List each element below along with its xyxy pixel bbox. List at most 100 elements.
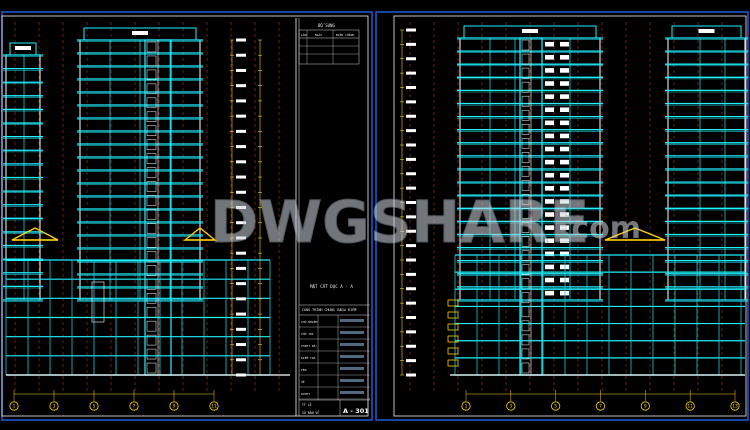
roof-label-box: [522, 29, 538, 33]
window-opening: [545, 55, 554, 60]
sign-role-0: CHỦ NHIỆM: [301, 319, 317, 324]
level-tag: [406, 86, 416, 89]
signature-mark: [340, 331, 364, 334]
sign-role-4: TÊN: [301, 367, 307, 372]
lift-car: [521, 362, 530, 374]
signature-mark: [340, 379, 364, 382]
lift-car: [521, 81, 530, 93]
level-tag: [406, 28, 416, 32]
level-tag: [236, 236, 246, 240]
lift-car: [521, 109, 530, 121]
window-opening: [545, 238, 554, 244]
level-tag: [406, 344, 416, 348]
revision-table-title: BỔ SUNG: [318, 23, 335, 28]
level-tag: [236, 358, 246, 362]
lift-car: [146, 362, 157, 374]
level-tag: [236, 160, 246, 164]
window-opening: [545, 68, 554, 73]
grid-bubble: [9, 401, 19, 411]
lift-car: [521, 67, 530, 79]
grid-bubble-label: 9: [173, 404, 176, 410]
lift-car: [521, 53, 530, 65]
watermark-brand: DWGSHARE: [210, 188, 589, 256]
sign-role-3: KIỂM TRA: [301, 355, 316, 360]
level-tag: [406, 42, 416, 46]
level-tag: [406, 100, 416, 104]
signature-mark: [340, 367, 364, 370]
grid-bubble-label: 7: [599, 404, 602, 410]
window-opening: [545, 133, 554, 139]
section-a-a-left: [3, 22, 290, 392]
window-opening: [545, 120, 554, 126]
lift-car: [146, 265, 157, 276]
sign-role-6: DUYỆT: [301, 391, 310, 396]
window-opening: [545, 212, 554, 217]
grid-bubble-label: 13: [732, 404, 738, 410]
lift-car: [521, 236, 530, 247]
lift-car: [146, 41, 157, 53]
signature-block: CÔNG TRÌNH CHUNG CƯ ĐỊA ĐIỂM CHỦ NHIỆMCH…: [299, 284, 370, 416]
lift-car: [521, 39, 530, 51]
lift-car: [146, 348, 157, 360]
window-opening: [545, 41, 554, 47]
stair-flight: [447, 335, 459, 343]
level-tag: [406, 186, 416, 190]
window-opening: [560, 238, 569, 244]
grid-bubble: [461, 401, 471, 411]
level-tag: [406, 330, 416, 334]
lift-car: [521, 124, 530, 135]
lift-car: [521, 264, 530, 275]
signature-mark: [340, 355, 364, 358]
level-tag: [406, 272, 416, 276]
title-block: BỔ SUNG LẦN NGÀY ĐIỀU CHỈNH CÔNG TRÌNH C…: [295, 18, 370, 416]
window-opening: [560, 107, 569, 113]
window-opening: [560, 277, 569, 283]
grid-bubble-label: 5: [554, 404, 557, 410]
lift-car: [146, 83, 157, 95]
window-opening: [560, 290, 569, 296]
window-opening: [560, 41, 569, 47]
level-tag: [406, 244, 416, 248]
window-opening: [560, 264, 569, 270]
window-opening: [560, 81, 569, 86]
sheet-label: SỐ BẢN VẼ: [302, 410, 319, 415]
window-opening: [560, 251, 569, 257]
level-tag: [406, 71, 416, 75]
lift-car: [521, 180, 530, 191]
lift-car: [146, 334, 157, 346]
lift-car: [146, 97, 157, 109]
level-tag: [236, 297, 246, 301]
level-tag: [236, 206, 246, 209]
level-tag: [236, 68, 246, 72]
grid-bubble-label: 3: [53, 404, 56, 410]
window-opening: [560, 159, 569, 165]
grid-bubble-label: 3: [509, 404, 512, 410]
revision-header-change: ĐIỀU CHỈNH: [336, 32, 354, 37]
level-tag: [236, 129, 246, 133]
lift-car: [521, 222, 530, 233]
roof-parapet: [9, 42, 37, 56]
lift-car: [521, 208, 530, 219]
left-sheet-inner-border: [1, 15, 369, 417]
level-tag: [406, 373, 416, 377]
roof-parapet: [671, 25, 742, 39]
grid-bubble: [89, 401, 99, 411]
window-opening: [560, 199, 569, 204]
roof-label-box: [132, 31, 148, 35]
lift-car: [146, 237, 157, 248]
level-tag: [406, 114, 416, 118]
sign-role-5: VẼ: [301, 379, 305, 384]
project-line-1: CÔNG TRÌNH CHUNG CƯ: [302, 307, 342, 312]
lift-car: [146, 320, 157, 332]
window-opening: [560, 55, 569, 60]
level-tag: [406, 359, 416, 363]
lift-car: [146, 139, 157, 150]
grid-bubble: [129, 401, 139, 411]
level-tag: [406, 129, 416, 133]
roof-label-box: [15, 46, 31, 50]
grid-bubble: [595, 401, 606, 411]
level-tag: [236, 114, 246, 118]
